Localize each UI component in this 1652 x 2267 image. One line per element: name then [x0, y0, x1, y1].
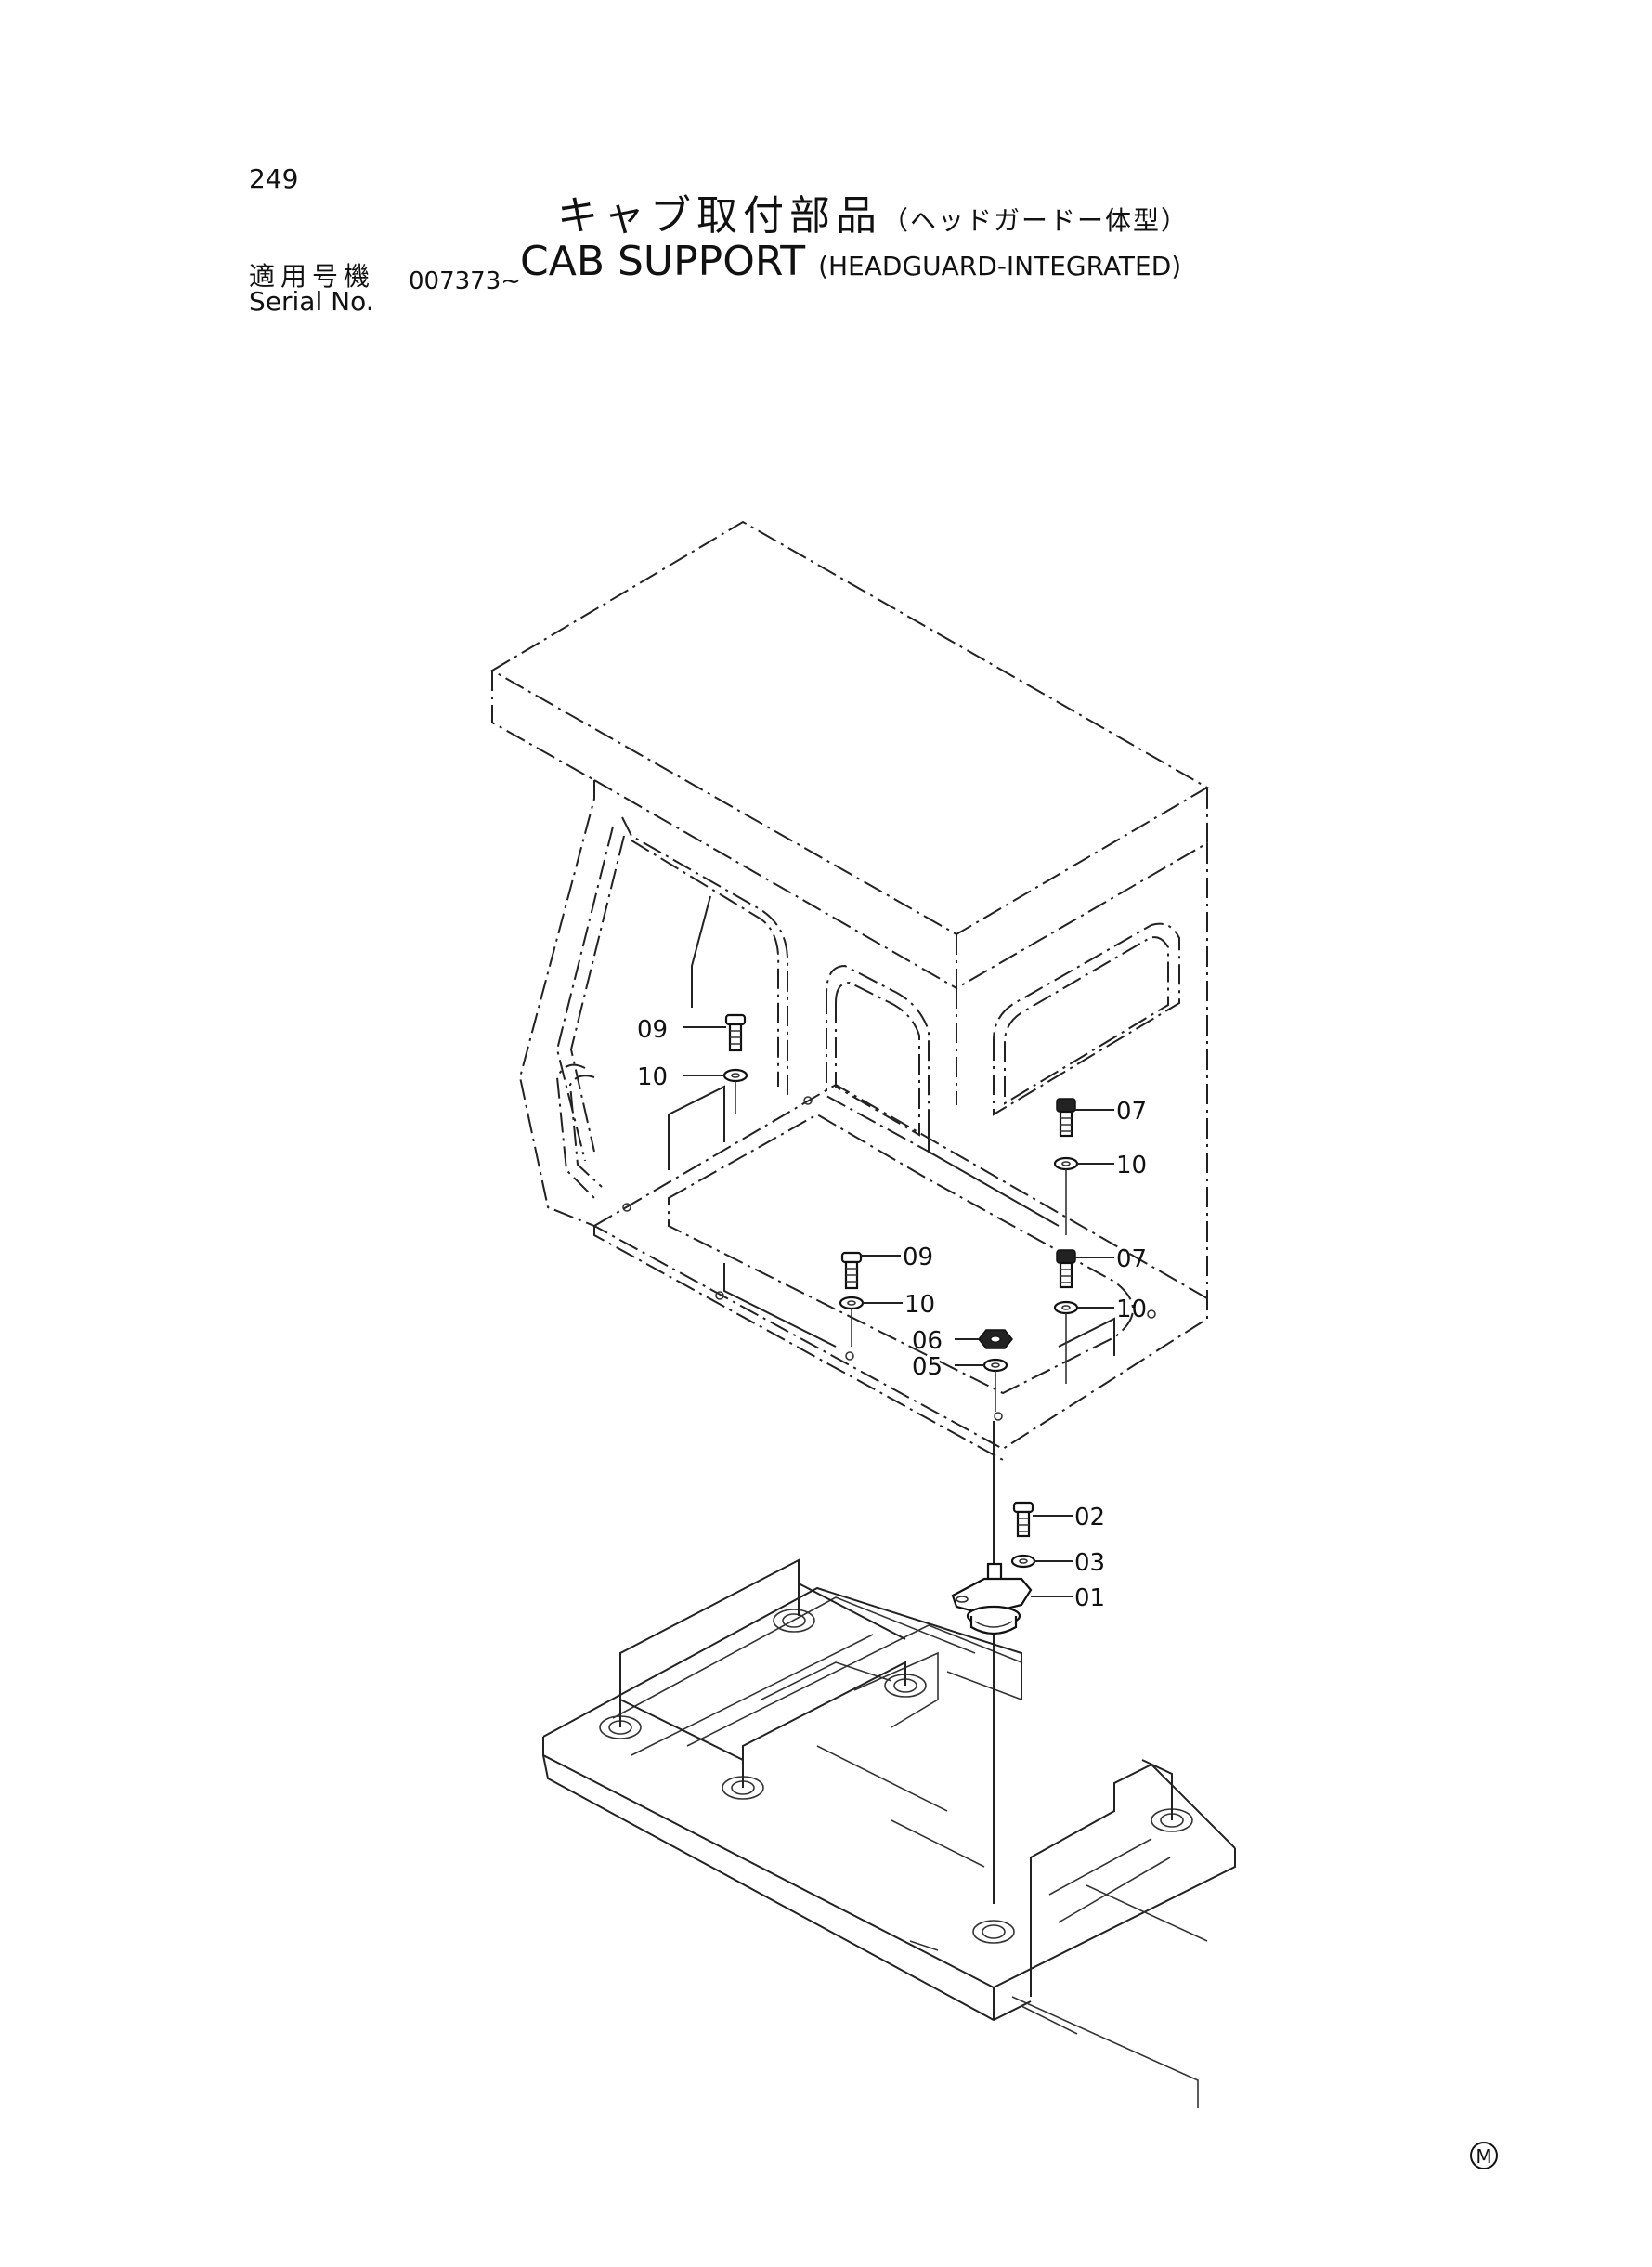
page-number: 249: [249, 163, 299, 194]
m-mark: M: [1470, 2142, 1498, 2169]
label-05: 05: [912, 1353, 943, 1381]
cab-body: [490, 520, 1209, 1461]
fastener-set: [722, 1013, 1079, 1635]
label-07-a: 07: [1116, 1098, 1147, 1126]
label-02: 02: [1074, 1504, 1105, 1531]
label-01: 01: [1074, 1584, 1105, 1612]
leader-lines: [683, 1026, 1114, 1597]
serial-label-english: Serial No.: [249, 286, 374, 317]
nut-06: [978, 1329, 1013, 1349]
bolt-02: [1012, 1501, 1034, 1538]
bolt-07-a: [1056, 1098, 1076, 1138]
label-10-b: 10: [1116, 1152, 1147, 1179]
bolt-07-b: [1056, 1249, 1076, 1289]
label-09-b: 09: [903, 1244, 933, 1271]
label-10-a: 10: [637, 1063, 668, 1091]
label-10-c: 10: [904, 1291, 935, 1319]
rubber-mount-01: [951, 1562, 1033, 1635]
label-03: 03: [1074, 1549, 1105, 1577]
title-english: CAB SUPPORT (HEADGUARD-INTEGRATED): [520, 238, 1181, 285]
base-frame: [542, 1421, 1236, 2108]
label-06: 06: [912, 1327, 943, 1355]
title-english-main: CAB SUPPORT: [520, 238, 806, 285]
title-japanese-sub: （ヘッドガードー体型）: [882, 205, 1190, 236]
title-english-sub: (HEADGUARD-INTEGRATED): [818, 251, 1182, 281]
title-japanese-main: キャブ取付部品: [557, 192, 882, 240]
serial-label-japanese: 適用号機: [249, 261, 376, 292]
bolt-09-a: [724, 1013, 747, 1052]
bolt-09-b: [840, 1251, 863, 1290]
serial-number-value: 007373~: [409, 267, 522, 295]
label-07-b: 07: [1116, 1245, 1147, 1273]
title-japanese: キャブ取付部品（ヘッドガードー体型）: [557, 182, 1189, 241]
label-10-d: 10: [1116, 1296, 1147, 1323]
label-09-a: 09: [637, 1016, 668, 1044]
m-mark-letter: M: [1476, 2145, 1491, 2168]
